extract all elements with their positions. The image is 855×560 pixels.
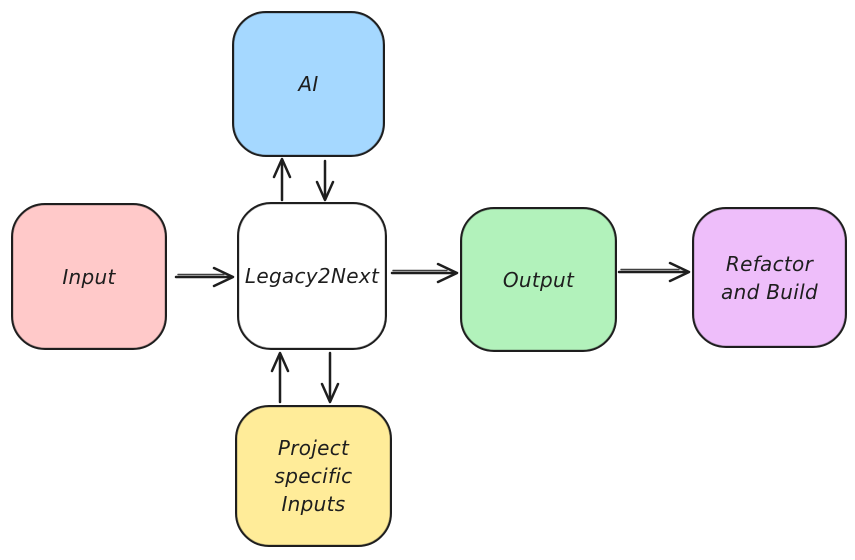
node-output[interactable]: Output [460,207,617,352]
edge-ai-to-legacy2next[interactable] [315,159,335,202]
node-project-specific-inputs[interactable]: Project specific Inputs [235,405,392,547]
node-legacy2next-label: Legacy2Next [244,264,380,288]
node-legacy2next[interactable]: Legacy2Next [237,202,387,350]
edge-output-to-refactor[interactable] [617,261,691,283]
node-input[interactable]: Input [11,203,167,350]
node-ai[interactable]: AI [232,11,385,157]
node-refactor-and-build[interactable]: Refactor and Build [692,207,847,348]
edge-input-to-legacy2next[interactable] [174,266,235,288]
edge-legacy2next-to-output[interactable] [390,262,459,284]
node-refactor-and-build-label: Refactor and Build [721,251,818,304]
edge-legacy2next-to-project-inputs[interactable] [320,351,340,404]
edge-legacy2next-to-ai[interactable] [272,157,292,202]
node-input-label: Input [62,264,116,289]
node-ai-label: AI [298,72,319,96]
node-output-label: Output [502,267,575,292]
edge-project-inputs-to-legacy2next[interactable] [270,351,290,404]
node-project-specific-inputs-label: Project specific Inputs [274,436,353,516]
